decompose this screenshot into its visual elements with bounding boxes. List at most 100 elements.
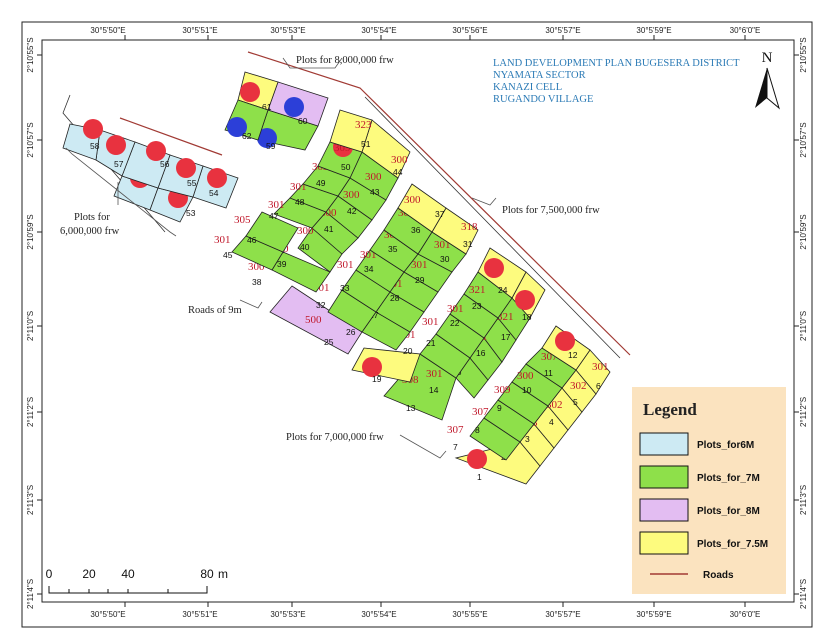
lat-label: 2°11'4"S <box>26 579 35 609</box>
plot-number-label: 46 <box>247 235 257 245</box>
lon-label: 30°5'50"E <box>90 610 125 619</box>
plot-area-label: 301 <box>411 259 428 271</box>
plot-number-label: 29 <box>415 275 425 285</box>
plot-number-label: 17 <box>501 332 511 342</box>
lon-label: 30°6'0"E <box>730 26 761 35</box>
legend-label: Plots_for_7.5M <box>697 539 768 550</box>
plot-area-label: 300 <box>343 189 360 201</box>
lat-label: 2°11'0"S <box>26 311 35 341</box>
scale-tick-label: 0 <box>46 567 53 581</box>
blue-marker-icon <box>284 97 304 117</box>
lat-label: 2°10'59"S <box>799 214 808 249</box>
scale-tick-label: 40 <box>121 567 135 581</box>
lon-label: 30°5'50"E <box>90 26 125 35</box>
lat-label: 2°10'55"S <box>26 37 35 72</box>
plot-number-label: 6 <box>596 381 601 391</box>
title-line: LAND DEVELOPMENT PLAN BUGESERA DISTRICT <box>493 58 740 69</box>
lon-label: 30°5'57"E <box>545 26 580 35</box>
red-marker-icon <box>106 135 126 155</box>
map-title: LAND DEVELOPMENT PLAN BUGESERA DISTRICT … <box>493 58 740 105</box>
lat-label: 2°11'2"S <box>26 397 35 427</box>
plot-number-label: 61 <box>262 102 272 112</box>
plot-number-label: 22 <box>450 318 460 328</box>
red-marker-icon <box>555 331 575 351</box>
plot-number-label: 37 <box>435 209 445 219</box>
red-marker-icon <box>176 158 196 178</box>
plot-number-label: 55 <box>187 178 197 188</box>
blue-marker-icon <box>257 128 277 148</box>
plot-number-label: 54 <box>209 188 219 198</box>
legend-label: Plots_for_7M <box>697 473 760 484</box>
plot-area-label: 307 <box>447 424 464 436</box>
plot-number-label: 57 <box>114 159 124 169</box>
legend-swatch-7-5m <box>639 531 689 555</box>
red-marker-icon <box>146 141 166 161</box>
plots-layer: 1303230333024302530163077307830993001030… <box>62 71 611 485</box>
plot-number-label: 62 <box>242 131 252 141</box>
plot-number-label: 36 <box>411 225 421 235</box>
red-marker-icon <box>484 258 504 278</box>
plot-61: 61 <box>237 71 279 112</box>
plot-number-label: 40 <box>300 242 310 252</box>
plot-number-label: 53 <box>186 208 196 218</box>
lat-label: 2°10'55"S <box>799 37 808 72</box>
plot-number-label: 16 <box>476 348 486 358</box>
plot-area-label: 305 <box>234 214 251 226</box>
lon-label: 30°5'51"E <box>182 26 217 35</box>
lon-label: 30°5'57"E <box>545 610 580 619</box>
plot-number-label: 4 <box>549 417 554 427</box>
plot-24: 24 <box>477 247 527 299</box>
plot-polygon <box>397 183 447 233</box>
plot-polygon <box>245 211 299 253</box>
plot-polygon <box>329 109 373 153</box>
plot-62: 62 <box>224 99 269 141</box>
graticule-ticks <box>37 35 799 607</box>
plot-number-label: 41 <box>324 224 334 234</box>
plot-number-label: 35 <box>388 244 398 254</box>
red-marker-icon <box>240 82 260 102</box>
lon-label: 30°6'0"E <box>730 610 761 619</box>
plot-area-label: 301 <box>434 239 451 251</box>
lat-label: 2°11'4"S <box>799 579 808 609</box>
title-line: KANAZI CELL <box>493 82 562 93</box>
legend-label: Plots_for_8M <box>697 506 760 517</box>
red-marker-icon <box>207 168 227 188</box>
lon-label: 30°5'55"E <box>452 610 487 619</box>
plot-area-label: 301 <box>214 234 231 246</box>
plot-number-label: 5 <box>573 397 578 407</box>
plot-area-label: 307 <box>472 406 489 418</box>
top-longitude-labels: 30°5'50"E 30°5'51"E 30°5'53"E 30°5'54"E … <box>90 26 760 35</box>
plot-number-label: 30 <box>440 254 450 264</box>
plot-number-label: 31 <box>463 239 473 249</box>
left-latitude-labels: 2°10'55"S 2°10'57"S 2°10'59"S 2°11'0"S 2… <box>26 37 35 609</box>
annotation-plots-6m-line2: 6,000,000 frw <box>60 226 120 237</box>
plot-number-label: 59 <box>266 141 276 151</box>
plot-area-label: 301 <box>337 259 354 271</box>
plot-number-label: 20 <box>403 346 413 356</box>
plot-number-label: 39 <box>277 259 287 269</box>
red-marker-icon <box>515 290 535 310</box>
lon-label: 30°5'51"E <box>182 610 217 619</box>
red-marker-icon <box>362 357 382 377</box>
plot-60: 60 <box>267 81 329 127</box>
plot-29: 301 29 <box>403 253 453 293</box>
annotation-plots-7m: Plots for 7,000,000 frw <box>286 432 384 443</box>
plot-area-label: 301 <box>290 181 307 193</box>
plot-number-label: 25 <box>324 337 334 347</box>
lat-label: 2°10'57"S <box>26 122 35 157</box>
annotation-roads-9m: Roads of 9m <box>188 305 242 316</box>
plot-number-label: 44 <box>393 167 403 177</box>
plot-area-label: 318 <box>461 221 478 233</box>
plot-area-label: 301 <box>268 199 285 211</box>
plot-number-label: 49 <box>316 178 326 188</box>
red-marker-icon <box>467 449 487 469</box>
annotation-plots-6m-line1: Plots for <box>74 212 110 223</box>
lon-label: 30°5'53"E <box>270 610 305 619</box>
plot-area-label: 300 <box>391 154 408 166</box>
plot-area-label: 301 <box>426 368 443 380</box>
plot-59: 59 <box>257 109 319 151</box>
lat-label: 2°11'3"S <box>799 485 808 515</box>
